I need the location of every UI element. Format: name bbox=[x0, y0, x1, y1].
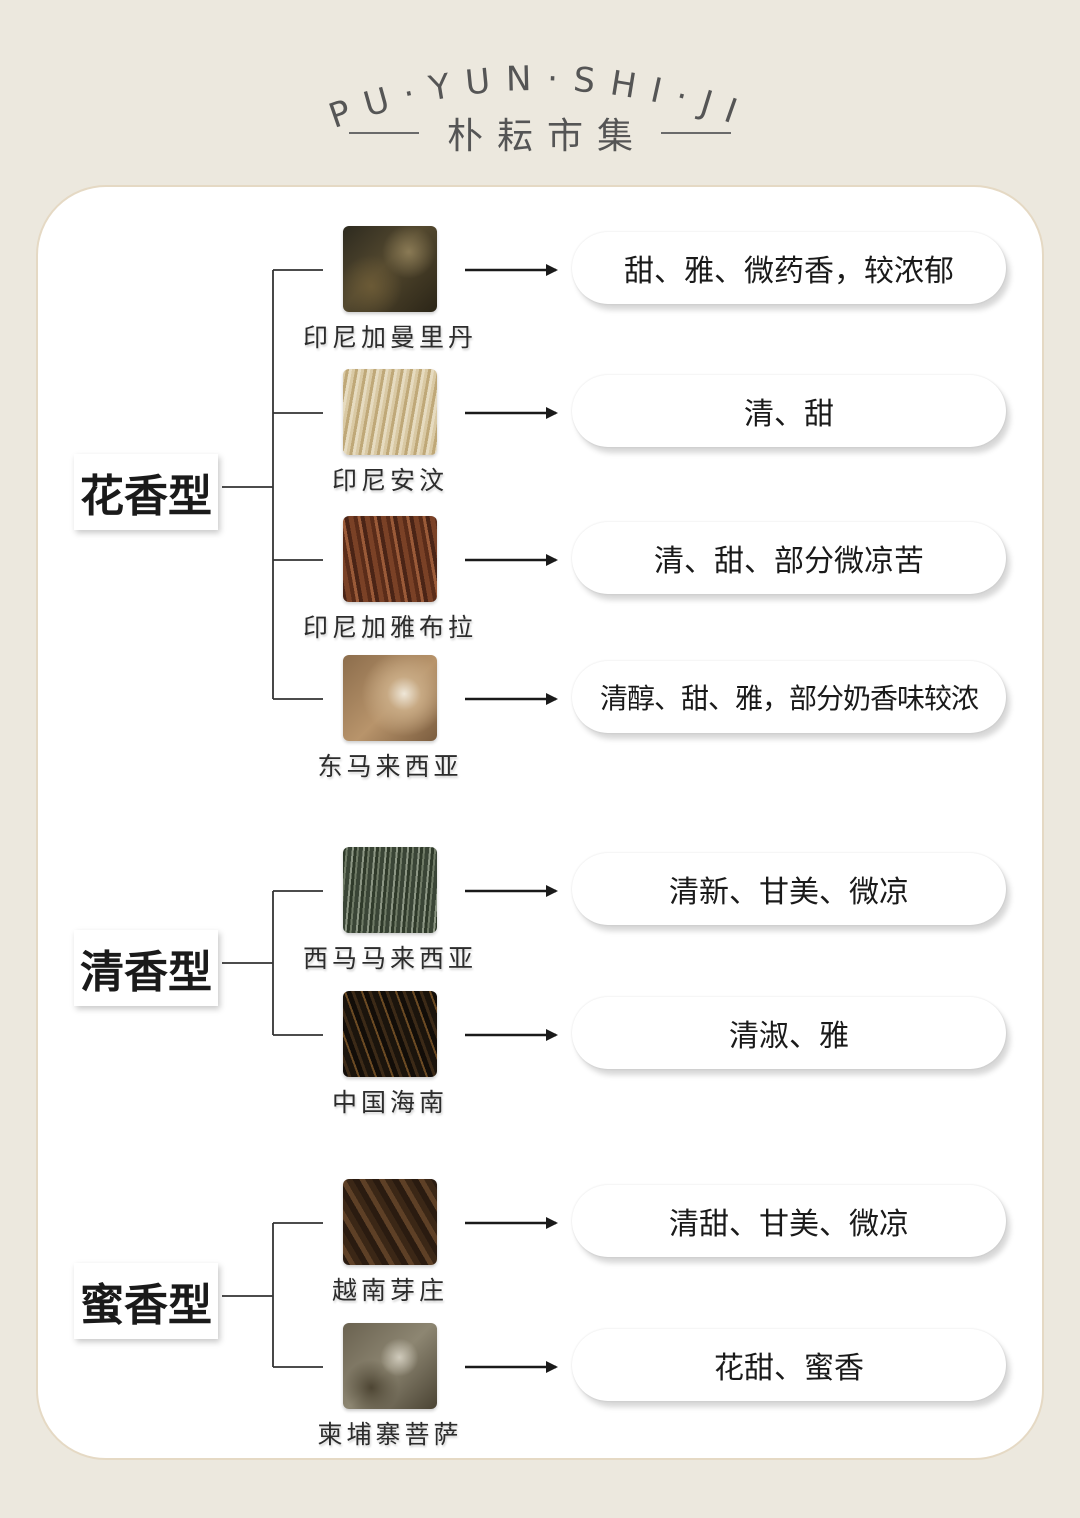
scent-description: 清淑、雅 bbox=[572, 997, 1006, 1069]
scent-description: 清新、甘美、微凉 bbox=[572, 853, 1006, 925]
brand-title-row: 朴耘市集 bbox=[0, 108, 1080, 158]
origin-name: 东马来西亚 bbox=[317, 752, 463, 781]
group-label: 花香型 bbox=[74, 454, 218, 530]
group-label: 蜜香型 bbox=[74, 1263, 218, 1339]
scent-description: 清醇、甜、雅，部分奶香味较浓 bbox=[572, 661, 1006, 733]
scent-description: 花甜、蜜香 bbox=[572, 1329, 1006, 1401]
agarwood-sample-image bbox=[343, 516, 437, 602]
brand-rule-right bbox=[661, 132, 731, 134]
origin-name: 越南芽庄 bbox=[331, 1276, 448, 1305]
agarwood-sample-image bbox=[343, 1323, 437, 1409]
origin-name: 中国海南 bbox=[331, 1088, 448, 1117]
agarwood-sample-image bbox=[343, 847, 437, 933]
origin-name: 西马马来西亚 bbox=[302, 944, 477, 973]
agarwood-sample-image bbox=[343, 991, 437, 1077]
scent-description: 甜、雅、微药香，较浓郁 bbox=[572, 232, 1006, 304]
agarwood-sample-image bbox=[343, 369, 437, 455]
agarwood-sample-image bbox=[343, 226, 437, 312]
brand-latin-arc: PU·YUN·SHI·JI bbox=[0, 30, 1080, 137]
brand-rule-left bbox=[348, 132, 419, 134]
agarwood-sample-image bbox=[343, 655, 437, 741]
origin-name: 柬埔寨菩萨 bbox=[317, 1420, 463, 1449]
origin-name: 印尼安汶 bbox=[331, 466, 448, 495]
scent-description: 清、甜、部分微凉苦 bbox=[572, 522, 1006, 594]
scent-description: 清甜、甘美、微凉 bbox=[572, 1185, 1006, 1257]
origin-name: 印尼加曼里丹 bbox=[302, 323, 477, 352]
brand-title: 朴耘市集 bbox=[446, 116, 647, 157]
origin-name: 印尼加雅布拉 bbox=[302, 613, 477, 642]
group-label: 清香型 bbox=[74, 930, 218, 1006]
scent-description: 清、甜 bbox=[572, 375, 1006, 447]
agarwood-sample-image bbox=[343, 1179, 437, 1265]
